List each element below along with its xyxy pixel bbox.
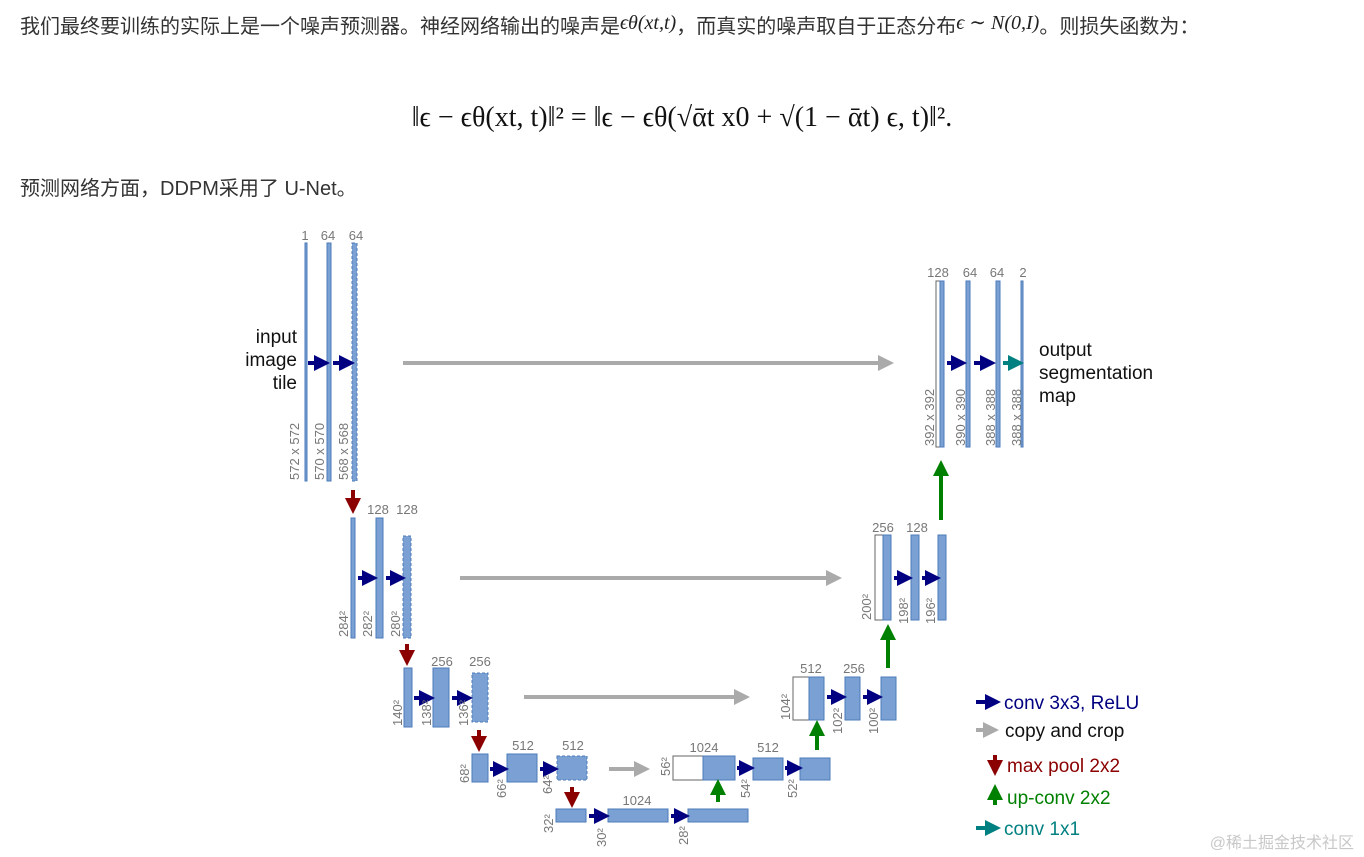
size-label: 52² <box>785 779 800 798</box>
channel-label: 128 <box>367 502 389 517</box>
input-label: tile <box>273 373 297 394</box>
channel-label: 256 <box>469 654 491 669</box>
size-label: 64² <box>540 775 555 794</box>
size-label: 66² <box>494 779 509 798</box>
channel-label: 64 <box>321 228 335 243</box>
layer-l5-b <box>607 808 669 823</box>
output-label: map <box>1039 386 1076 407</box>
eps-dist-math: ϵ ∼ N(0,I) <box>956 12 1040 34</box>
size-label: 568 x 568 <box>336 423 351 480</box>
layer-r4-c <box>799 757 831 781</box>
paragraph-unet: 预测网络方面，DDPM采用了 U-Net。 <box>20 178 357 200</box>
layer-l3-b <box>432 667 450 728</box>
size-label: 28² <box>676 826 691 845</box>
paragraph-intro: 我们最终要训练的实际上是一个噪声预测器。神经网络输出的噪声是ϵθ(xt,t)，而… <box>20 7 1360 43</box>
legend-label: max pool 2x2 <box>1007 756 1120 777</box>
layer-r4-copy <box>672 755 704 781</box>
channel-label: 512 <box>757 740 779 755</box>
eps-theta-math: ϵθ(xt,t) <box>620 12 677 34</box>
size-label: 284² <box>336 610 351 637</box>
legend-label: copy and crop <box>1005 721 1124 742</box>
layer-r4-a <box>702 755 736 781</box>
channel-label: 1024 <box>690 740 719 755</box>
channel-label: 2 <box>1019 265 1026 280</box>
size-label: 200² <box>859 593 874 620</box>
watermark: @稀土掘金技术社区 <box>1209 835 1354 852</box>
intro-text-a: 我们最终要训练的实际上是一个噪声预测器。神经网络输出的噪声是 <box>20 16 620 38</box>
layer-l3-c <box>471 672 489 723</box>
layer-r3-c <box>880 676 897 721</box>
size-label: 572 x 572 <box>287 423 302 480</box>
input-label: input <box>256 327 298 348</box>
size-label: 32² <box>541 814 556 833</box>
legend-label: conv 3x3, ReLU <box>1004 693 1139 714</box>
layer-l2-c <box>402 535 412 639</box>
layer-l2-b <box>375 517 384 639</box>
layer-r2-b <box>910 534 920 621</box>
size-label: 570 x 570 <box>312 423 327 480</box>
layer-l1-c <box>351 242 358 482</box>
layer-r2-c <box>937 534 947 621</box>
legend-label: up-conv 2x2 <box>1007 788 1111 809</box>
size-label: 68² <box>457 764 472 783</box>
size-label: 392 x 392 <box>922 389 937 446</box>
output-label: output <box>1039 340 1093 361</box>
layer-r4-b <box>752 757 784 781</box>
layer-r2-a <box>882 534 892 621</box>
layer-r3-copy <box>792 676 810 721</box>
layer-r1-c <box>995 280 1001 448</box>
size-label: 280² <box>388 610 403 637</box>
channel-label: 512 <box>562 738 584 753</box>
layer-l4-a <box>471 753 489 783</box>
size-label: 282² <box>360 610 375 637</box>
size-label: 388 x 388 <box>1009 389 1024 446</box>
channel-label: 256 <box>872 520 894 535</box>
layer-r1-a <box>939 280 945 448</box>
layer-r3-b <box>844 676 861 721</box>
size-label: 390 x 390 <box>953 389 968 446</box>
size-label: 104² <box>778 693 793 720</box>
channel-label: 512 <box>800 661 822 676</box>
layer-r3-a <box>808 676 825 721</box>
channel-label: 512 <box>512 738 534 753</box>
output-label: segmentation <box>1039 363 1153 384</box>
size-label: 198² <box>896 597 911 624</box>
input-label: image <box>245 350 297 371</box>
size-label: 54² <box>738 779 753 798</box>
size-label: 56² <box>658 757 673 776</box>
intro-text-c: 。则损失函数为： <box>1039 16 1200 38</box>
layer-l1-b <box>326 242 332 482</box>
size-label: 138² <box>419 699 434 726</box>
channel-label: 256 <box>431 654 453 669</box>
layer-l5-a <box>555 808 587 823</box>
channel-label: 64 <box>349 228 363 243</box>
unet-diagram: 1 64 64 572 x 572 570 x 570 568 x 568 inputima… <box>245 228 1153 847</box>
layer-l4-c <box>556 755 588 781</box>
layer-r2-copy <box>874 534 884 621</box>
layer-l2-a <box>350 517 356 639</box>
size-label: 136² <box>456 699 471 726</box>
channel-label: 64 <box>963 265 977 280</box>
channel-label: 128 <box>927 265 949 280</box>
loss-formula: ‖ϵ − ϵθ(xt, t)‖² = ‖ϵ − ϵθ(√ᾱt x0 + √(1 … <box>411 102 953 133</box>
intro-text-b: ，而真实的噪声取自于正态分布 <box>676 16 957 38</box>
layer-l5-c <box>687 808 749 823</box>
channel-label: 128 <box>906 520 928 535</box>
layer-l4-b <box>506 753 538 783</box>
size-label: 102² <box>830 707 845 734</box>
channel-label: 128 <box>396 502 418 517</box>
layer-l1-a <box>304 242 308 482</box>
size-label: 140² <box>390 699 405 726</box>
legend-label: conv 1x1 <box>1004 819 1080 840</box>
layer-l3-a <box>403 667 413 728</box>
channel-label: 256 <box>843 661 865 676</box>
size-label: 30² <box>594 828 609 847</box>
size-label: 100² <box>866 707 881 734</box>
size-label: 196² <box>923 597 938 624</box>
channel-label: 1024 <box>623 793 652 808</box>
size-label: 388 x 388 <box>983 389 998 446</box>
channel-label: 64 <box>990 265 1004 280</box>
channel-label: 1 <box>301 228 308 243</box>
